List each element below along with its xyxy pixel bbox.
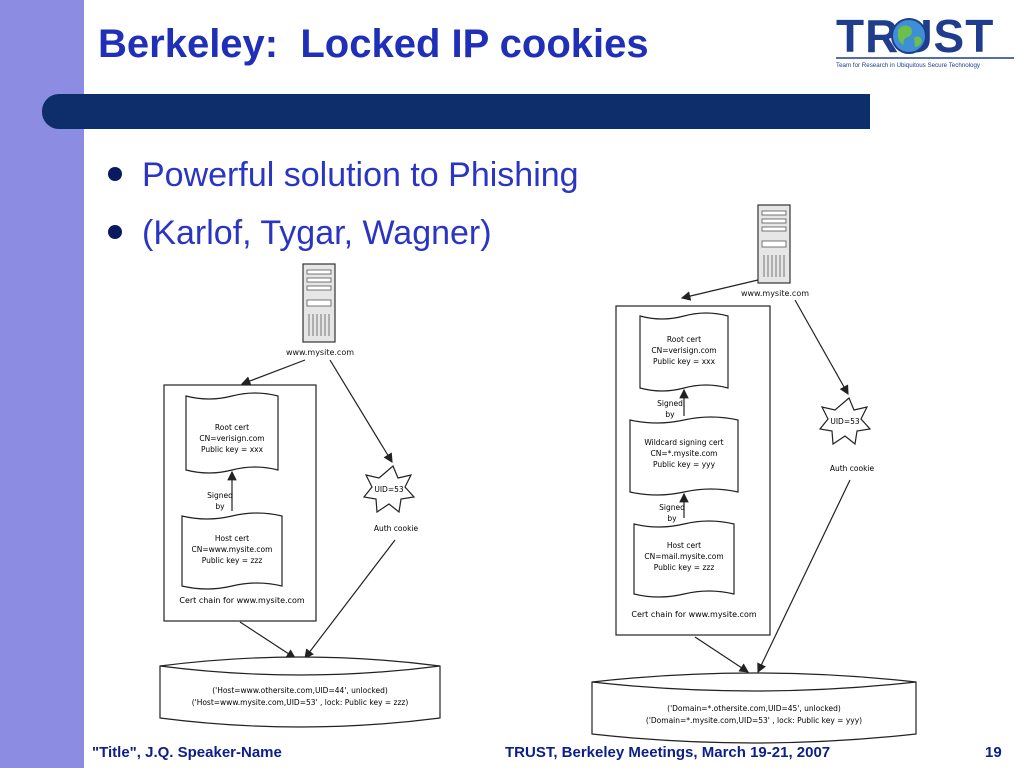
cert-chain-label: Cert chain for www.mysite.com [631, 610, 756, 619]
logo-tagline: Team for Research in Ubiquitous Secure T… [836, 62, 981, 69]
footer-speaker: "Title", J.Q. Speaker-Name [92, 744, 282, 761]
left-diagram: www.mysite.com Root cert CN=verisign.com… [159, 263, 441, 728]
server-icon [757, 204, 791, 284]
signed-by-label: by [215, 502, 225, 511]
signed-by-label: Signed [207, 491, 233, 500]
host-cert-doc [181, 512, 283, 590]
root-cert-doc [639, 312, 729, 392]
server-icon [302, 263, 336, 343]
cert-chain-label: Cert chain for www.mysite.com [179, 596, 304, 605]
cookie-value: UID=53 [374, 485, 404, 494]
cookie-store [159, 656, 441, 728]
root-cert-line: CN=verisign.com [651, 346, 716, 355]
bullet-item-1: Powerful solution to Phishing [108, 156, 579, 195]
host-cert-line: CN=mail.mysite.com [644, 552, 723, 561]
bullet-text: Powerful solution to Phishing [142, 156, 579, 194]
wildcard-cert-line: Wildcard signing cert [644, 438, 723, 447]
auth-cookie-star [362, 465, 416, 514]
right-diagram: www.mysite.com Root cert CN=verisign.com… [591, 204, 917, 744]
host-cert-line: Public key = zzz [654, 563, 715, 572]
root-cert-line: CN=verisign.com [199, 434, 264, 443]
slide-title: Berkeley: Locked IP cookies [98, 22, 649, 66]
server-label: www.mysite.com [741, 289, 809, 298]
cookie-store [591, 672, 917, 744]
store-line: ('Domain=*.othersite.com,UID=45', unlock… [667, 704, 841, 713]
root-cert-line: Public key = xxx [201, 445, 264, 454]
host-cert-line: CN=www.mysite.com [192, 545, 273, 554]
host-cert-doc [633, 520, 735, 598]
wildcard-cert-doc [629, 416, 739, 496]
footer-page-number: 19 [985, 744, 1002, 761]
signed-by-label: Signed [659, 503, 685, 512]
title-underline-bar [42, 94, 870, 129]
root-cert-line: Root cert [215, 423, 249, 432]
signed-by-label: by [667, 514, 677, 523]
host-cert-line: Host cert [215, 534, 249, 543]
server-label: www.mysite.com [286, 348, 354, 357]
bullet-text: (Karlof, Tygar, Wagner) [142, 214, 492, 252]
root-cert-doc [185, 392, 279, 474]
root-cert-line: Public key = xxx [653, 357, 716, 366]
wildcard-cert-line: Public key = yyy [653, 460, 716, 469]
cookie-label: Auth cookie [374, 524, 419, 533]
bullet-item-2: (Karlof, Tygar, Wagner) [108, 214, 492, 253]
host-cert-line: Public key = zzz [202, 556, 263, 565]
store-line: ('Host=www.mysite.com,UID=53' , lock: Pu… [192, 698, 409, 707]
auth-cookie-star [818, 397, 872, 446]
signed-by-label: by [665, 410, 675, 419]
store-line: ('Host=www.othersite.com,UID=44', unlock… [212, 686, 388, 695]
signed-by-label: Signed [657, 399, 683, 408]
globe-icon [891, 18, 927, 54]
cookie-label: Auth cookie [830, 464, 875, 473]
trust-logo: TRUST Team for Research in Ubiquitous Se… [836, 10, 1014, 69]
host-cert-line: Host cert [667, 541, 701, 550]
footer-event: TRUST, Berkeley Meetings, March 19-21, 2… [505, 744, 831, 761]
wildcard-cert-line: CN=*.mysite.com [651, 449, 718, 458]
bullet-dot-icon [108, 225, 122, 240]
store-line: ('Domain=*.mysite.com,UID=53' , lock: Pu… [646, 716, 862, 725]
bullet-dot-icon [108, 167, 122, 182]
cookie-value: UID=53 [830, 417, 860, 426]
root-cert-line: Root cert [667, 335, 701, 344]
